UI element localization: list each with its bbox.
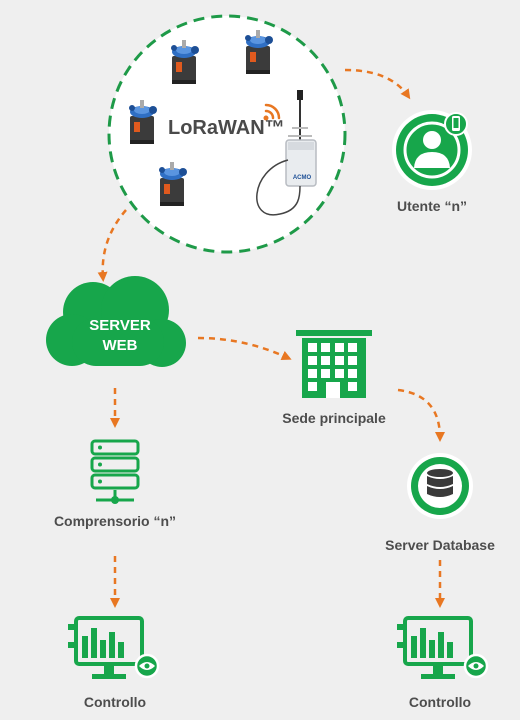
server-web-label: SERVER WEB xyxy=(78,316,162,356)
server-web-line1: SERVER xyxy=(89,317,151,334)
valve-device-2 xyxy=(245,30,273,74)
eye-icon-left xyxy=(134,653,160,679)
district-label: Comprensorio “n” xyxy=(53,513,177,529)
server-web-line2: WEB xyxy=(102,337,138,354)
server-rack-icon xyxy=(90,439,140,504)
monitor-icon-right xyxy=(397,616,473,679)
valve-device-4 xyxy=(159,162,187,206)
building-icon xyxy=(296,330,372,398)
arrow-lorawan-to-user xyxy=(344,68,411,100)
arrow-headquarters-to-database xyxy=(397,388,445,442)
arrow-server-to-headquarters xyxy=(197,336,292,361)
smartphone-icon xyxy=(444,112,468,136)
server-web-cloud xyxy=(46,276,186,367)
database-label: Server Database xyxy=(385,537,495,553)
gateway-brand-label: ACMO xyxy=(292,175,312,181)
arrow-lorawan-to-server xyxy=(97,209,127,282)
database-icon xyxy=(407,453,473,519)
monitor-icon-left xyxy=(68,616,144,679)
control-left-label: Controllo xyxy=(83,694,147,710)
valve-device-3 xyxy=(129,100,157,144)
signal-icon xyxy=(263,103,281,121)
headquarters-label: Sede principale xyxy=(282,410,386,426)
valve-device-1 xyxy=(171,40,199,84)
lorawan-label: LoRaWAN™ xyxy=(168,117,285,139)
user-label: Utente “n” xyxy=(397,198,467,214)
eye-icon-right xyxy=(463,653,489,679)
control-right-label: Controllo xyxy=(408,694,472,710)
lorawan-gateway xyxy=(256,90,317,216)
